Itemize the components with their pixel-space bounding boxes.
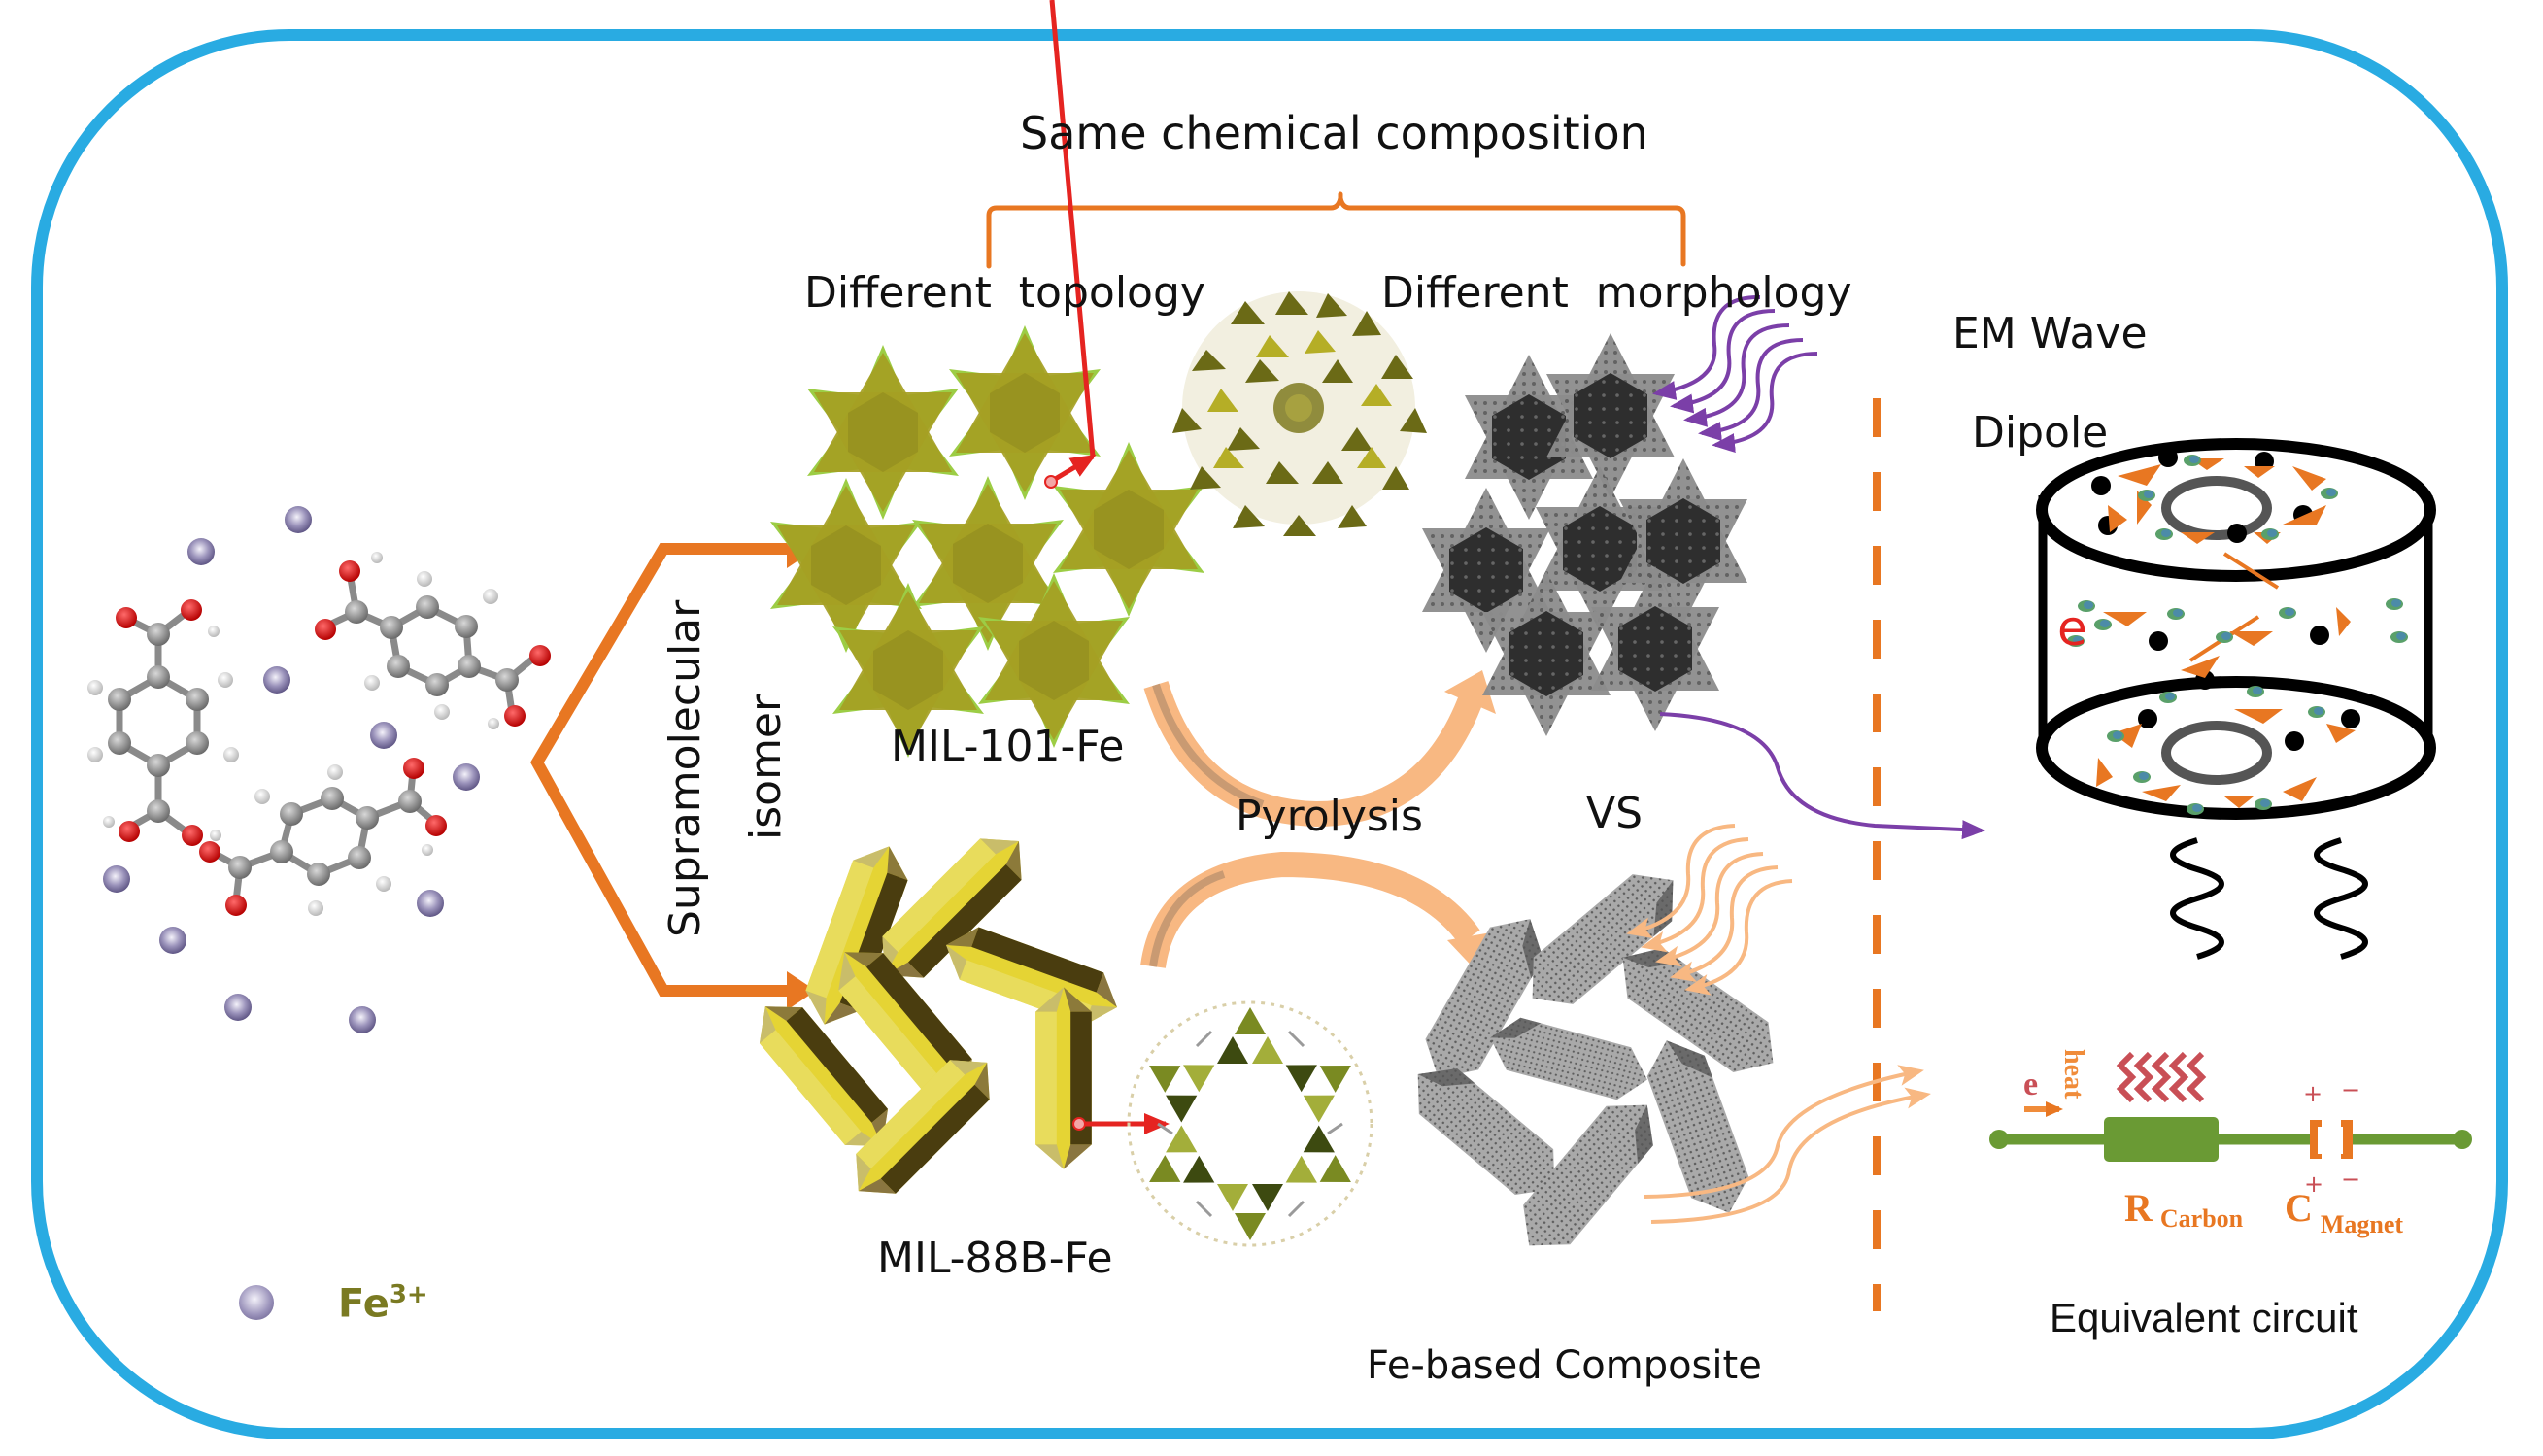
cap-minus-bottom: − [2341,1166,2361,1193]
em-wave-composite-outgoing [1644,1065,1931,1224]
mil-101-fe-crystals [770,325,1204,758]
mil-88b-fe-crystals [743,820,1127,1211]
resistor-subscript: Carbon [2159,1204,2244,1233]
header-title: Same chemical composition [1020,107,1648,159]
zoom-arrow-mil101 [1049,0,1096,457]
mil-88b-fe-structure [1127,1000,1373,1247]
heat-waves [2116,1051,2207,1103]
spring-left [2170,837,2224,960]
cap-plus-bottom: + [2304,1170,2324,1198]
supramolecular-branch-arrow [530,543,795,997]
cap-minus-top: − [2341,1076,2361,1103]
em-wave-outgoing [1659,712,1985,840]
legend-fe-charge: 3+ [389,1280,428,1309]
label-vs: VS [1586,789,1644,838]
em-wave-incoming [1652,294,1818,454]
resistor-carbon [2104,1117,2219,1162]
circuit-electron: e [2023,1067,2039,1102]
label-different-topology: Different topology [804,268,1205,318]
label-dipole: Dipole [1972,408,2109,457]
legend-fe-label: Fe3+ [338,1280,428,1326]
pyrolysis-arrow-bottom [1140,851,1480,969]
circuit-heat: heat [2058,1049,2088,1100]
branch-arrowhead-bottom [787,971,816,1010]
label-isomer: isomer [741,694,791,840]
em-wave-composite-incoming [1626,824,1793,996]
label-em-wave: EM Wave [1952,309,2148,358]
spring-right [2314,837,2368,960]
legend-fe-ion [239,1285,274,1320]
vs-particles [1422,333,1747,736]
capacitor-plate-right [2341,1120,2353,1159]
composition-bracket [986,191,1686,269]
label-mil-101-fe: MIL-101-Fe [891,722,1125,771]
label-fe-based-composite: Fe-based Composite [1367,1343,1762,1388]
label-supramolecular: Supramolecular [661,599,710,937]
label-different-morphology: Different morphology [1381,268,1852,318]
capacitor-symbol: C [2285,1186,2313,1230]
legend-fe-base: Fe [338,1281,390,1327]
cap-plus-top: + [2303,1080,2323,1107]
capacitor-subscript: Magnet [2320,1210,2404,1238]
mil-101-fe-structure [1172,291,1427,536]
terephthalic-acid-molecules [87,552,551,916]
equivalent-circuit [1989,1051,2472,1162]
label-mil-88b-fe: MIL-88B-Fe [877,1234,1113,1283]
label-equivalent-circuit: Equivalent circuit [2050,1295,2358,1340]
top-ring [2161,476,2272,540]
dipole-cylinder [2036,438,2436,960]
label-electron-dipole: e [2057,600,2087,657]
resistor-symbol: R [2124,1186,2153,1230]
label-pyrolysis: Pyrolysis [1236,792,1423,841]
figure-frame [31,29,2508,1439]
bottom-ring [2161,721,2272,785]
